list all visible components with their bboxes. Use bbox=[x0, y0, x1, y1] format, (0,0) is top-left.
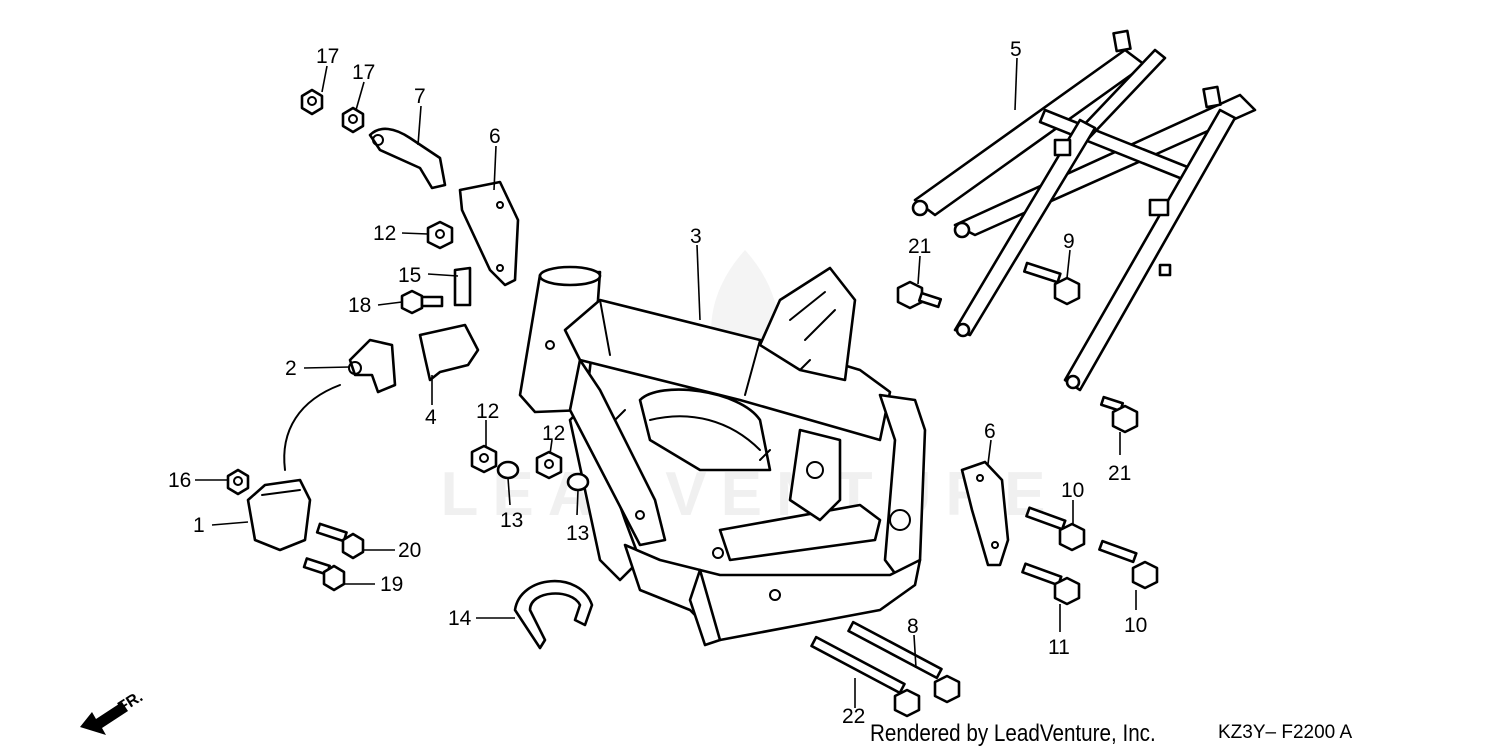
callout-22: 22 bbox=[842, 705, 865, 728]
callout-10-b: 10 bbox=[1124, 614, 1147, 637]
callout-8: 8 bbox=[907, 615, 919, 638]
callout-17-b: 17 bbox=[352, 61, 375, 84]
callout-6-lower: 6 bbox=[984, 420, 996, 443]
callout-12-a: 12 bbox=[373, 222, 396, 245]
bolt-10-b bbox=[1098, 539, 1159, 590]
callout-18: 18 bbox=[348, 294, 371, 317]
nut-12-a bbox=[426, 220, 454, 250]
diagram-code: KZ3Y– F2200 A bbox=[1218, 722, 1353, 743]
plate-6-upper bbox=[458, 180, 520, 287]
callout-2: 2 bbox=[285, 357, 297, 380]
ignition-coil-1 bbox=[246, 478, 312, 552]
callout-20: 20 bbox=[398, 539, 421, 562]
nut-16 bbox=[226, 468, 250, 496]
bracket-4 bbox=[418, 323, 480, 382]
callout-3: 3 bbox=[690, 225, 702, 248]
callout-16: 16 bbox=[168, 469, 191, 492]
washer-13-a bbox=[496, 460, 520, 480]
callout-14: 14 bbox=[448, 607, 472, 630]
nut-12-b bbox=[470, 444, 498, 474]
callout-17-a: 17 bbox=[316, 45, 339, 68]
plug-cap-2 bbox=[348, 338, 397, 394]
callout-19: 19 bbox=[380, 573, 403, 596]
bolt-9 bbox=[1022, 261, 1081, 306]
bolt-11 bbox=[1021, 562, 1081, 606]
leader-lines bbox=[195, 57, 1137, 708]
callout-6-upper: 6 bbox=[489, 125, 501, 148]
plate-6-lower bbox=[960, 460, 1010, 567]
callout-12-c: 12 bbox=[542, 422, 565, 445]
callout-13-b: 13 bbox=[566, 522, 589, 545]
nut-17-b bbox=[341, 106, 365, 134]
callout-15: 15 bbox=[398, 264, 421, 287]
callout-5: 5 bbox=[1010, 38, 1022, 61]
bolt-22 bbox=[810, 635, 921, 718]
front-direction-arrow: FR. bbox=[80, 688, 146, 735]
band-14 bbox=[513, 579, 594, 650]
bolt-20 bbox=[315, 522, 365, 560]
callout-12-b: 12 bbox=[476, 400, 499, 423]
bolt-10-a bbox=[1025, 506, 1086, 552]
ignition-wire bbox=[283, 384, 341, 471]
washer-13-b bbox=[566, 472, 590, 492]
main-frame bbox=[518, 265, 927, 647]
bolt-19 bbox=[302, 557, 346, 592]
render-credit: Rendered by LeadVenture, Inc. bbox=[870, 720, 1156, 747]
sub-frame bbox=[911, 29, 1257, 392]
callout-11: 11 bbox=[1048, 636, 1070, 659]
callout-21-b: 21 bbox=[1108, 462, 1131, 485]
clamp-15 bbox=[453, 266, 472, 307]
nut-12-c bbox=[535, 450, 563, 480]
bolt-8 bbox=[847, 620, 961, 704]
callout-21-a: 21 bbox=[908, 235, 931, 258]
callout-4: 4 bbox=[425, 406, 437, 429]
bracket-7 bbox=[368, 127, 447, 190]
callout-10-a: 10 bbox=[1061, 479, 1084, 502]
bolt-21-b bbox=[1099, 395, 1139, 434]
callout-9: 9 bbox=[1063, 230, 1075, 253]
callout-1: 1 bbox=[193, 514, 205, 537]
callout-13-a: 13 bbox=[500, 509, 523, 532]
callout-7: 7 bbox=[414, 85, 426, 108]
bolt-21-a bbox=[896, 280, 943, 310]
nut-17-a bbox=[300, 88, 324, 116]
bolt-18 bbox=[400, 289, 444, 315]
